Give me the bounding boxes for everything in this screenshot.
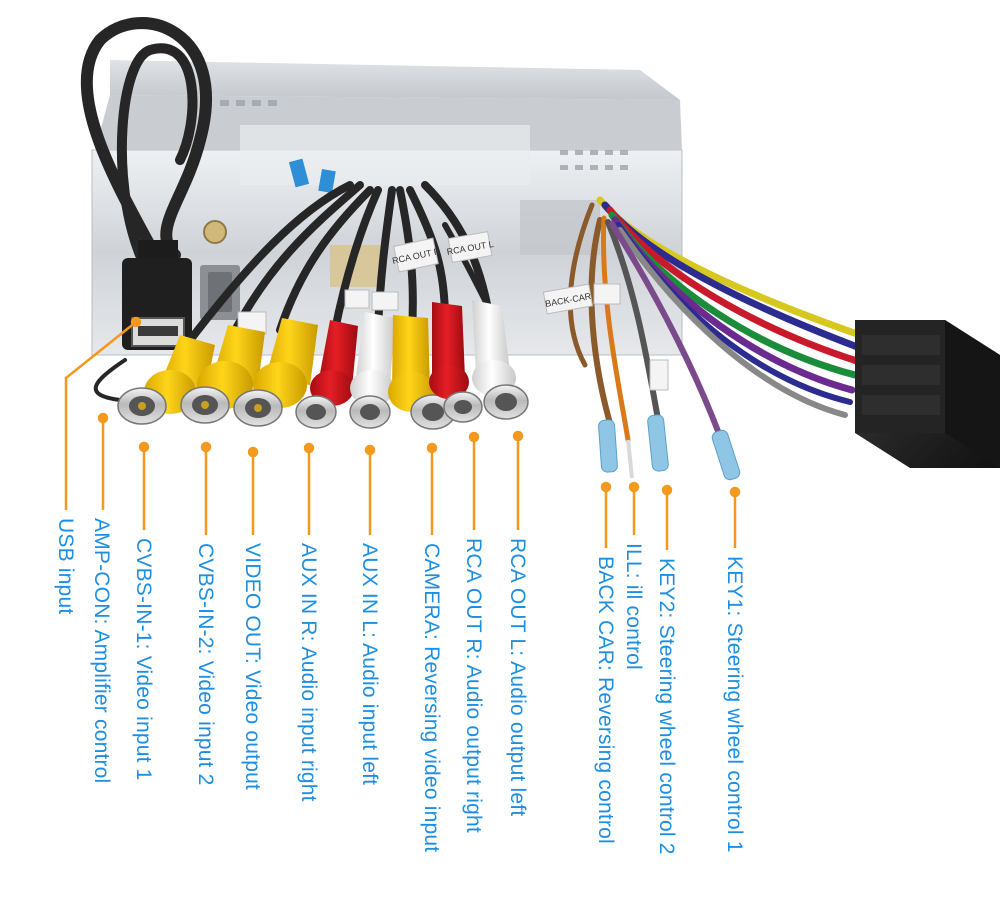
rca-plug-aux-in-l (349, 312, 395, 429)
harness-sleeves: BACK-CAR (542, 283, 669, 391)
leader-lines (64, 316, 741, 550)
rca-plug-rca-out-l (472, 300, 529, 420)
label-cvbs-in-1: CVBS-IN-1: Video input 1 (132, 538, 155, 781)
usb-connector (122, 240, 192, 350)
label-key1: KEY1: Steering wheel control 1 (723, 556, 746, 853)
label-usb-input: USB input (54, 518, 77, 615)
usb-cable (80, 17, 212, 402)
blue-cable-tags (288, 158, 336, 194)
iso-connector-block (855, 320, 1000, 468)
label-cvbs-in-2: CVBS-IN-2: Video input 2 (194, 543, 217, 786)
label-aux-in-l: AUX IN L: Audio input left (358, 543, 381, 786)
label-back-car: BACK CAR: Reversing control (594, 556, 617, 844)
label-rca-out-r: RCA OUT R: Audio output right (462, 538, 485, 833)
wire-tips (598, 414, 741, 481)
label-key2: KEY2: Steering wheel control 2 (655, 558, 678, 855)
label-amp-con: AMP-CON: Amplifier control (90, 518, 113, 784)
rca-plug-rca-out-r (429, 302, 483, 423)
label-camera: CAMERA: Reversing video input (420, 543, 443, 853)
cable-sleeves: RCA OUT R RCA OUT L (237, 231, 494, 335)
label-aux-in-r: AUX IN R: Audio input right (297, 543, 320, 802)
label-rca-out-l: RCA OUT L: Audio output left (506, 538, 529, 817)
rca-plug-aux-in-r (295, 320, 358, 429)
label-video-out: VIDEO OUT: Video output (241, 543, 264, 791)
rca-plug-video-out (233, 318, 318, 427)
label-ill: ILL: ill control (622, 543, 645, 670)
